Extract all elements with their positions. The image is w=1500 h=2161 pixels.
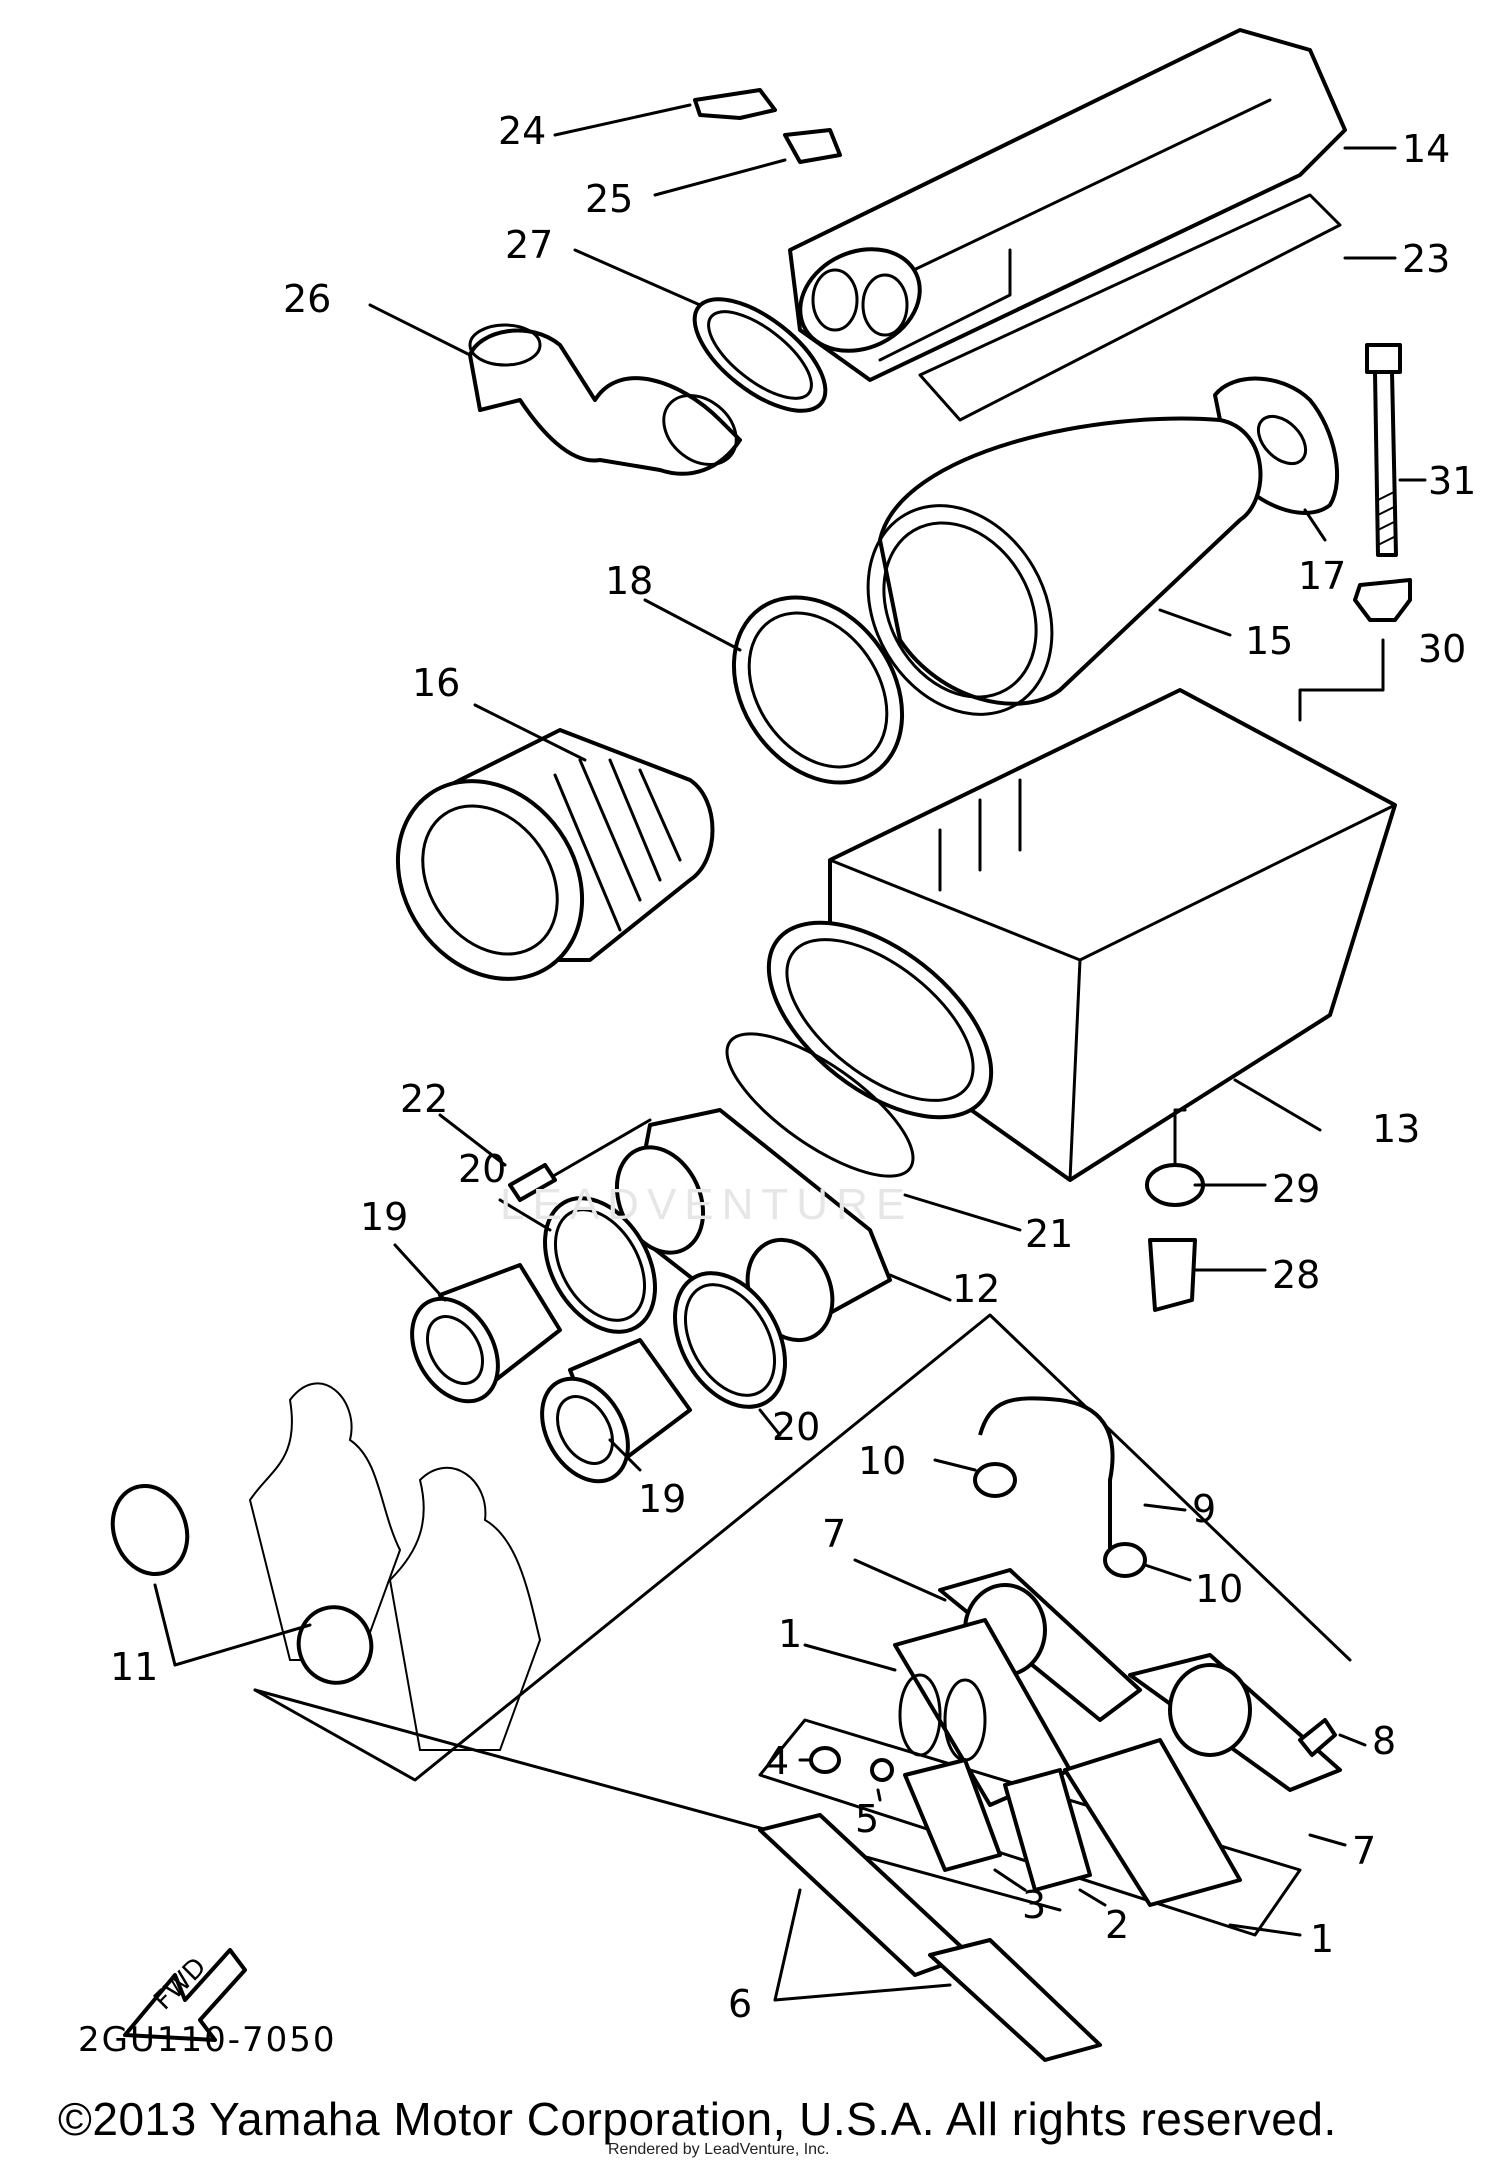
- carburetor-outline: [248, 1382, 542, 1751]
- callout-29: 29: [1272, 1167, 1321, 1211]
- part-15-filter-element: [866, 416, 1263, 716]
- part-7-manifold-lower: [1128, 1653, 1342, 1792]
- callout-4: 4: [765, 1739, 790, 1783]
- part-13-air-box: [766, 688, 1397, 1182]
- forward-direction-arrow: [123, 1948, 247, 2042]
- part-10-clip-lower: [1103, 1542, 1147, 1578]
- part-24-clip: [693, 88, 777, 120]
- part-3-reed-plate: [903, 1758, 1002, 1872]
- part-20-clamp-lower: [673, 1271, 787, 1409]
- part-31-bolt: [1365, 343, 1402, 557]
- callout-19-upper: 19: [360, 1195, 409, 1239]
- part-11-clamp-right: [296, 1605, 374, 1685]
- part-2-reed-valve-right: [1063, 1738, 1242, 1907]
- callout-30: 30: [1418, 627, 1467, 671]
- part-19-carburetor-joint-upper: [410, 1263, 562, 1404]
- callout-9: 9: [1192, 1487, 1217, 1531]
- callout-15: 15: [1245, 619, 1294, 663]
- callout-12: 12: [952, 1267, 1001, 1311]
- part-16-filter-guide: [395, 728, 715, 981]
- watermark-text: LEADVENTURE: [500, 1180, 914, 1229]
- callout-18: 18: [605, 559, 654, 603]
- part-30-grommet: [1353, 578, 1412, 622]
- part-27-band: [692, 297, 828, 413]
- callout-20-lower: 20: [772, 1405, 821, 1449]
- callout-28: 28: [1272, 1253, 1321, 1297]
- part-25-clip: [783, 128, 842, 164]
- callout-21: 21: [1025, 1212, 1074, 1256]
- callout-7-upper: 7: [822, 1512, 847, 1556]
- part-18-band: [731, 595, 905, 785]
- callout-22: 22: [400, 1077, 449, 1121]
- part-29-clamp: [1145, 1108, 1205, 1207]
- part-9-hose: [978, 1396, 1115, 1550]
- callout-26: 26: [283, 277, 332, 321]
- part-6-gasket-right: [928, 1938, 1102, 2062]
- callout-23: 23: [1402, 237, 1451, 281]
- callout-1-upper: 1: [778, 1612, 803, 1656]
- callout-7-lower: 7: [1352, 1829, 1377, 1873]
- part-28-drain: [1148, 1238, 1197, 1312]
- callout-14: 14: [1402, 127, 1451, 171]
- part-11-clamp-left: [110, 1483, 190, 1577]
- callout-2: 2: [1105, 1903, 1130, 1947]
- callout-25: 25: [585, 177, 634, 221]
- part-10-clip-upper: [973, 1462, 1017, 1498]
- leader-lines: [153, 103, 1427, 2002]
- copyright-notice: ©2013 Yamaha Motor Corporation, U.S.A. A…: [58, 2093, 1337, 2145]
- callout-10-lower: 10: [1195, 1567, 1244, 1611]
- callout-8: 8: [1372, 1719, 1397, 1763]
- rendered-by-credit: Rendered by LeadVenture, Inc.: [608, 2141, 830, 2158]
- callout-3: 3: [1022, 1883, 1047, 1927]
- callout-20-upper: 20: [458, 1147, 507, 1191]
- lower-group-outline: [253, 1313, 1352, 1912]
- callout-19-lower: 19: [638, 1477, 687, 1521]
- callout-13: 13: [1372, 1107, 1421, 1151]
- callout-5: 5: [855, 1797, 880, 1841]
- part-14-air-box-cover: [788, 28, 1347, 382]
- callout-24: 24: [498, 109, 547, 153]
- part-7-manifold-upper: [938, 1568, 1142, 1722]
- part-2-reed-stopper: [1003, 1768, 1092, 1892]
- part-8-bolt: [1298, 1718, 1337, 1757]
- part-26-joint: [468, 323, 742, 476]
- callout-31: 31: [1428, 459, 1477, 503]
- part-20-clamp-upper: [543, 1196, 657, 1334]
- callout-27: 27: [505, 223, 554, 267]
- part-22-screw: [508, 1118, 652, 1202]
- part-1-reed-valve-outline: [758, 1718, 1302, 1937]
- callout-16: 16: [412, 661, 461, 705]
- callout-11: 11: [110, 1645, 159, 1689]
- callout-1-lower: 1: [1310, 1917, 1335, 1961]
- part-21-gasket: [725, 1032, 915, 1178]
- part-19-carburetor-joint-lower: [540, 1338, 692, 1484]
- callout-6: 6: [728, 1982, 753, 2026]
- part-23-gasket: [918, 193, 1342, 422]
- drawing-code: 2GU110-7050: [78, 2020, 337, 2060]
- callout-10-upper: 10: [858, 1439, 907, 1483]
- part-4-screw: [809, 1746, 841, 1774]
- callout-17: 17: [1298, 554, 1347, 598]
- part-5-washer: [870, 1758, 894, 1782]
